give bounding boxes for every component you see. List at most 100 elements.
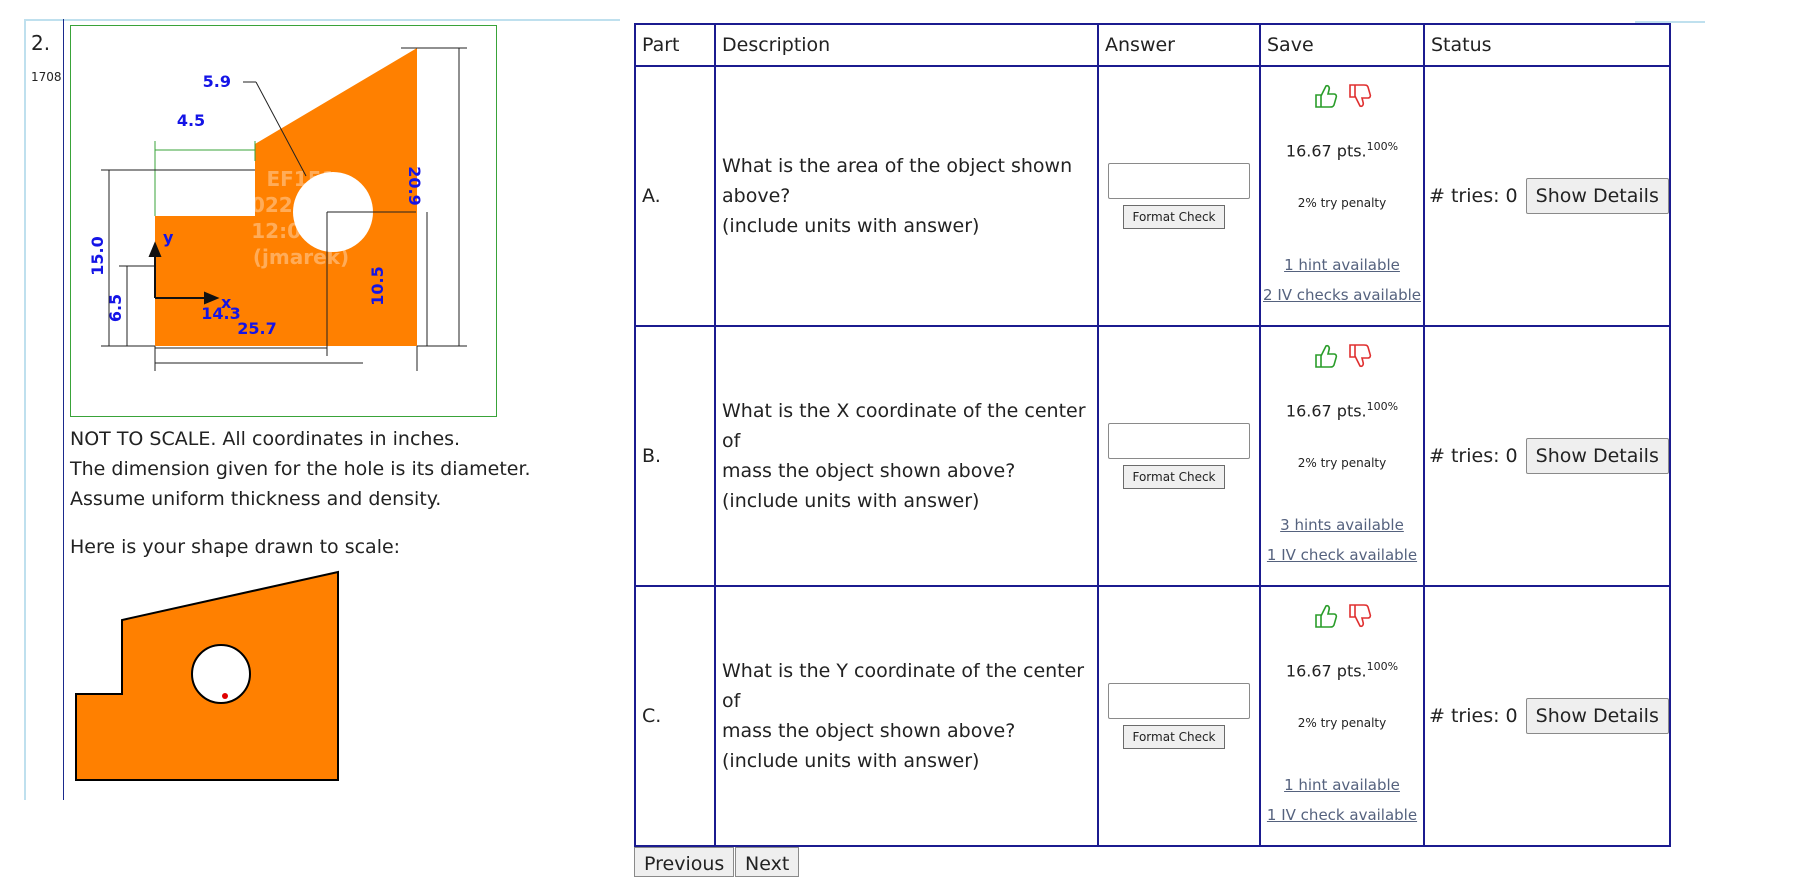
dim-label: 20.9 bbox=[405, 166, 424, 205]
table-header-row: Part Description Answer Save Status bbox=[634, 23, 1671, 67]
thumbs-down-icon[interactable] bbox=[1346, 82, 1372, 110]
thumbs-down-icon[interactable] bbox=[1346, 602, 1372, 630]
part-description: What is the area of the object shown abo… bbox=[714, 65, 1099, 327]
question-id: 1708 bbox=[31, 70, 62, 84]
format-check-button[interactable]: Format Check bbox=[1123, 465, 1225, 489]
table-row: C. What is the Y coordinate of the cente… bbox=[634, 585, 1671, 847]
note-line: The dimension given for the hole is its … bbox=[70, 458, 531, 480]
axis-label-x: x bbox=[221, 293, 232, 312]
header-status: Status bbox=[1423, 23, 1671, 67]
part-description: What is the Y coordinate of the center o… bbox=[714, 585, 1099, 847]
scale-drawing bbox=[70, 566, 350, 794]
part-label: A. bbox=[634, 65, 716, 327]
show-details-button[interactable]: Show Details bbox=[1525, 178, 1669, 214]
answer-cell: Format Check bbox=[1097, 585, 1261, 847]
format-check-button[interactable]: Format Check bbox=[1123, 205, 1225, 229]
question-frame-top bbox=[26, 19, 620, 21]
iv-check-link[interactable]: 1 IV check available bbox=[1266, 546, 1418, 565]
parts-table: Part Description Answer Save Status A. W… bbox=[634, 23, 1671, 847]
points-percent: 100% bbox=[1366, 399, 1399, 413]
status-cell: # tries: 0 Show Details bbox=[1423, 65, 1671, 327]
tries-count: # tries: 0 bbox=[1429, 705, 1518, 727]
show-details-button[interactable]: Show Details bbox=[1525, 438, 1669, 474]
try-penalty: 2% try penalty bbox=[1297, 716, 1387, 731]
watermark-line: 12:03:10 bbox=[251, 219, 351, 243]
try-penalty: 2% try penalty bbox=[1297, 196, 1387, 211]
shape-to-scale bbox=[75, 570, 339, 781]
shape-body bbox=[155, 48, 417, 346]
description-line: mass the object shown above? bbox=[722, 720, 1016, 742]
dim-label: 4.5 bbox=[177, 111, 205, 130]
points-text: 16.67 pts. bbox=[1285, 661, 1367, 681]
show-details-button[interactable]: Show Details bbox=[1525, 698, 1669, 734]
points-percent: 100% bbox=[1366, 139, 1399, 153]
points-text: 16.67 pts. bbox=[1285, 401, 1367, 421]
watermark-line: (jmarek) bbox=[253, 245, 349, 269]
status-cell: # tries: 0 Show Details bbox=[1423, 585, 1671, 847]
save-cell: 16.67 pts.100% 2% try penalty 3 hints av… bbox=[1259, 325, 1425, 587]
watermark-line: 2022-01-11 bbox=[237, 193, 365, 217]
points-text: 16.67 pts. bbox=[1285, 141, 1367, 161]
dim-label: 5.9 bbox=[203, 72, 231, 91]
dim-label: 14.3 bbox=[201, 304, 240, 323]
iv-check-link[interactable]: 1 IV check available bbox=[1266, 806, 1418, 825]
header-answer: Answer bbox=[1097, 23, 1261, 67]
note-line: Assume uniform thickness and density. bbox=[70, 488, 442, 510]
description-line: (include units with answer) bbox=[722, 215, 980, 237]
scale-drawing-label: Here is your shape drawn to scale: bbox=[70, 536, 401, 558]
tries-count: # tries: 0 bbox=[1429, 445, 1518, 467]
iv-check-link[interactable]: 2 IV checks available bbox=[1263, 286, 1421, 305]
points-value: 16.67 pts.100% bbox=[1261, 400, 1423, 420]
save-cell: 16.67 pts.100% 2% try penalty 1 hint ava… bbox=[1259, 65, 1425, 327]
points-value: 16.67 pts.100% bbox=[1261, 140, 1423, 160]
description-line: What is the Y coordinate of the center o… bbox=[722, 660, 1085, 712]
points-value: 16.67 pts.100% bbox=[1261, 660, 1423, 680]
dimensioned-shape-drawing: EF151 2022-01-11 12:03:10 (jmarek) bbox=[88, 47, 467, 371]
description-line: What is the area of the object shown bbox=[722, 155, 1073, 177]
problem-notes: NOT TO SCALE. All coordinates in inches.… bbox=[70, 424, 531, 514]
scale-shape-hole bbox=[191, 644, 251, 704]
dim-label: 15.0 bbox=[88, 236, 107, 275]
question-frame-left bbox=[24, 19, 26, 800]
thumbs-up-icon[interactable] bbox=[1312, 342, 1338, 370]
description-line: What is the X coordinate of the center o… bbox=[722, 400, 1086, 452]
format-check-button[interactable]: Format Check bbox=[1123, 725, 1225, 749]
thumbs-up-icon[interactable] bbox=[1312, 82, 1338, 110]
answer-cell: Format Check bbox=[1097, 325, 1261, 587]
header-description: Description bbox=[714, 23, 1099, 67]
watermark-line: EF151 bbox=[266, 167, 335, 191]
save-cell: 16.67 pts.100% 2% try penalty 1 hint ava… bbox=[1259, 585, 1425, 847]
answer-input[interactable] bbox=[1108, 423, 1250, 459]
part-description: What is the X coordinate of the center o… bbox=[714, 325, 1099, 587]
header-part: Part bbox=[634, 23, 716, 67]
hint-link[interactable]: 1 hint available bbox=[1284, 776, 1400, 795]
table-row: B. What is the X coordinate of the cente… bbox=[634, 325, 1671, 587]
problem-figure: EF151 2022-01-11 12:03:10 (jmarek) bbox=[70, 25, 497, 417]
description-line: (include units with answer) bbox=[722, 490, 980, 512]
header-save: Save bbox=[1259, 23, 1425, 67]
description-line: (include units with answer) bbox=[722, 750, 980, 772]
next-button[interactable]: Next bbox=[735, 847, 800, 877]
thumbs-up-icon[interactable] bbox=[1312, 602, 1338, 630]
hint-link[interactable]: 3 hints available bbox=[1280, 516, 1404, 535]
dim-label: 10.5 bbox=[368, 266, 387, 305]
question-number: 2. bbox=[31, 31, 51, 55]
status-cell: # tries: 0 Show Details bbox=[1423, 325, 1671, 587]
points-percent: 100% bbox=[1366, 659, 1399, 673]
table-row: A. What is the area of the object shown … bbox=[634, 65, 1671, 327]
description-line: mass the object shown above? bbox=[722, 460, 1016, 482]
number-column-divider bbox=[63, 19, 64, 800]
thumbs-down-icon[interactable] bbox=[1346, 342, 1372, 370]
try-penalty: 2% try penalty bbox=[1297, 456, 1387, 471]
answer-cell: Format Check bbox=[1097, 65, 1261, 327]
previous-button[interactable]: Previous bbox=[634, 847, 735, 877]
part-label: B. bbox=[634, 325, 716, 587]
description-line: above? bbox=[722, 185, 791, 207]
hint-link[interactable]: 1 hint available bbox=[1284, 256, 1400, 275]
axis-label-y: y bbox=[163, 228, 174, 247]
answer-input[interactable] bbox=[1108, 683, 1250, 719]
dim-label: 6.5 bbox=[106, 294, 125, 322]
center-of-mass-dot bbox=[222, 693, 228, 699]
part-label: C. bbox=[634, 585, 716, 847]
answer-input[interactable] bbox=[1108, 163, 1250, 199]
